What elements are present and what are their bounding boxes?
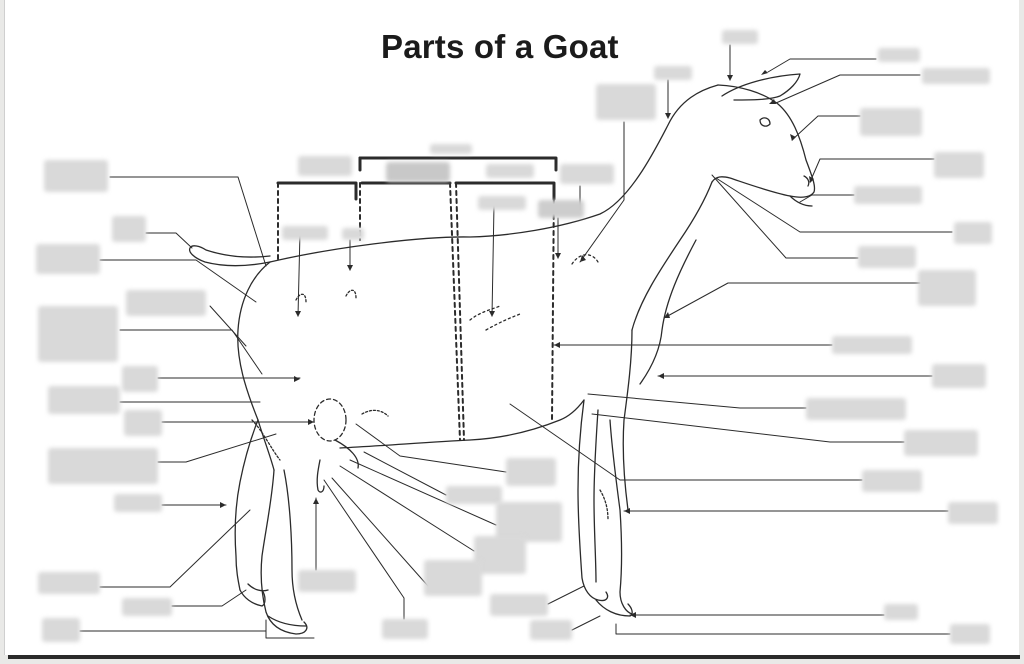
label-blank (806, 398, 906, 420)
label-blank (48, 448, 158, 484)
label-blank (382, 619, 428, 639)
label-blank (490, 594, 548, 616)
label-blank (38, 306, 118, 362)
arrowheads (220, 70, 814, 618)
leader-lines-left (79, 176, 507, 639)
label-blank (918, 270, 976, 306)
label-blank (486, 164, 534, 178)
bottom-rule (8, 655, 1020, 659)
label-blank (950, 624, 990, 644)
label-blank (38, 572, 100, 594)
label-blank (44, 160, 108, 192)
label-blank (722, 30, 758, 44)
label-blank (42, 618, 80, 642)
label-blank (342, 228, 364, 240)
label-blank (124, 410, 162, 436)
label-blank (126, 290, 206, 316)
label-blank (446, 486, 502, 504)
label-blank (122, 366, 158, 392)
label-blank (932, 364, 986, 388)
label-blank (298, 570, 356, 592)
goat-body-outline (188, 73, 816, 635)
label-blank (654, 66, 692, 80)
label-blank (496, 502, 562, 542)
label-blank (858, 246, 916, 268)
label-blank (430, 144, 472, 154)
label-blank (560, 164, 614, 184)
label-blank (922, 68, 990, 84)
label-blank (878, 48, 920, 62)
leader-lines-right (297, 44, 953, 635)
label-blank (596, 84, 656, 120)
label-blank (948, 502, 998, 524)
label-blank (860, 108, 922, 136)
label-blank (474, 536, 526, 574)
label-blank (122, 598, 172, 616)
label-blank (934, 152, 984, 178)
label-blank (854, 186, 922, 204)
label-blank (36, 244, 100, 274)
label-blank (884, 604, 918, 620)
label-blank (904, 430, 978, 456)
label-blank (832, 336, 912, 354)
label-blank (112, 216, 146, 242)
back-section-dividers (277, 182, 555, 441)
udder-marker (313, 398, 347, 442)
label-blank (48, 386, 120, 414)
label-blank (954, 222, 992, 244)
label-blank (424, 560, 482, 596)
label-blank (298, 156, 352, 176)
label-blank (506, 458, 556, 486)
label-blank (478, 196, 526, 210)
label-blank (386, 162, 450, 182)
label-blank (530, 620, 572, 640)
label-blank (114, 494, 162, 512)
label-blank (282, 226, 328, 240)
label-blank (862, 470, 922, 492)
diagram-title: Parts of a Goat (381, 28, 619, 65)
label-blank (538, 200, 584, 218)
